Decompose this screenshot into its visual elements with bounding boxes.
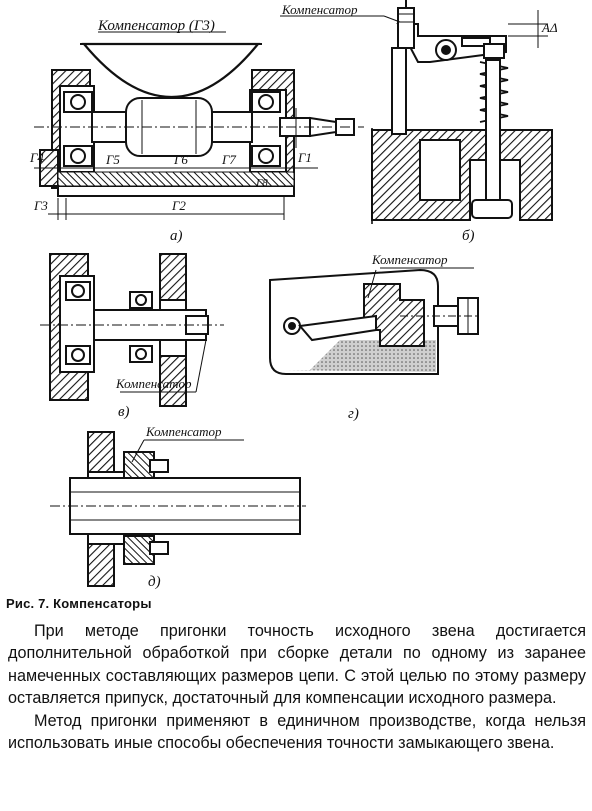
- panel-v-compensator-label: Компенсатор: [115, 376, 192, 391]
- panel-b-compensator-label: Компенсатор: [281, 2, 358, 17]
- panel-d-drawing: [50, 431, 306, 587]
- paragraph-2: Метод пригонки применяют в единичном про…: [8, 711, 586, 753]
- dim-g8: Г8: [255, 177, 268, 189]
- dim-g2: Г2: [171, 198, 186, 213]
- panel-a-label: а): [170, 228, 183, 244]
- panel-v-label: в): [118, 404, 130, 420]
- panel-d-label: д): [148, 574, 161, 590]
- panel-d-compensator-label: Компенсатор: [145, 424, 222, 439]
- dim-g5: Г5: [105, 152, 120, 167]
- dim-g1: Г1: [297, 150, 312, 165]
- label-compensator-g3: Компенсатор (Г3): [97, 18, 215, 34]
- paragraph-1: При методе пригонки точность исходного з…: [8, 622, 586, 708]
- panel-g-label: г): [348, 406, 359, 422]
- panel-b-drawing: [280, 0, 553, 224]
- panel-g-compensator-label: Компенсатор: [371, 252, 448, 267]
- panel-g-drawing: [269, 267, 480, 375]
- panel-b-label: б): [462, 228, 475, 244]
- figure-compensators: Компенсатор (Г3) Г4 Г5 Г6 Г7 Г1 Г8 Г3 Г2…: [29, 0, 558, 590]
- panel-v-drawing: [40, 253, 224, 407]
- panel-a-drawing: [34, 31, 364, 220]
- body-text: При методе пригонки точность исходного з…: [8, 620, 586, 754]
- dim-g4: Г4: [29, 150, 44, 165]
- dim-a-delta: АΔ: [541, 20, 558, 35]
- dim-g3: Г3: [33, 198, 48, 213]
- dim-g7: Г7: [221, 152, 236, 167]
- figure-caption: Рис. 7. Компенсаторы: [6, 596, 152, 611]
- dim-g6: Г6: [173, 152, 188, 167]
